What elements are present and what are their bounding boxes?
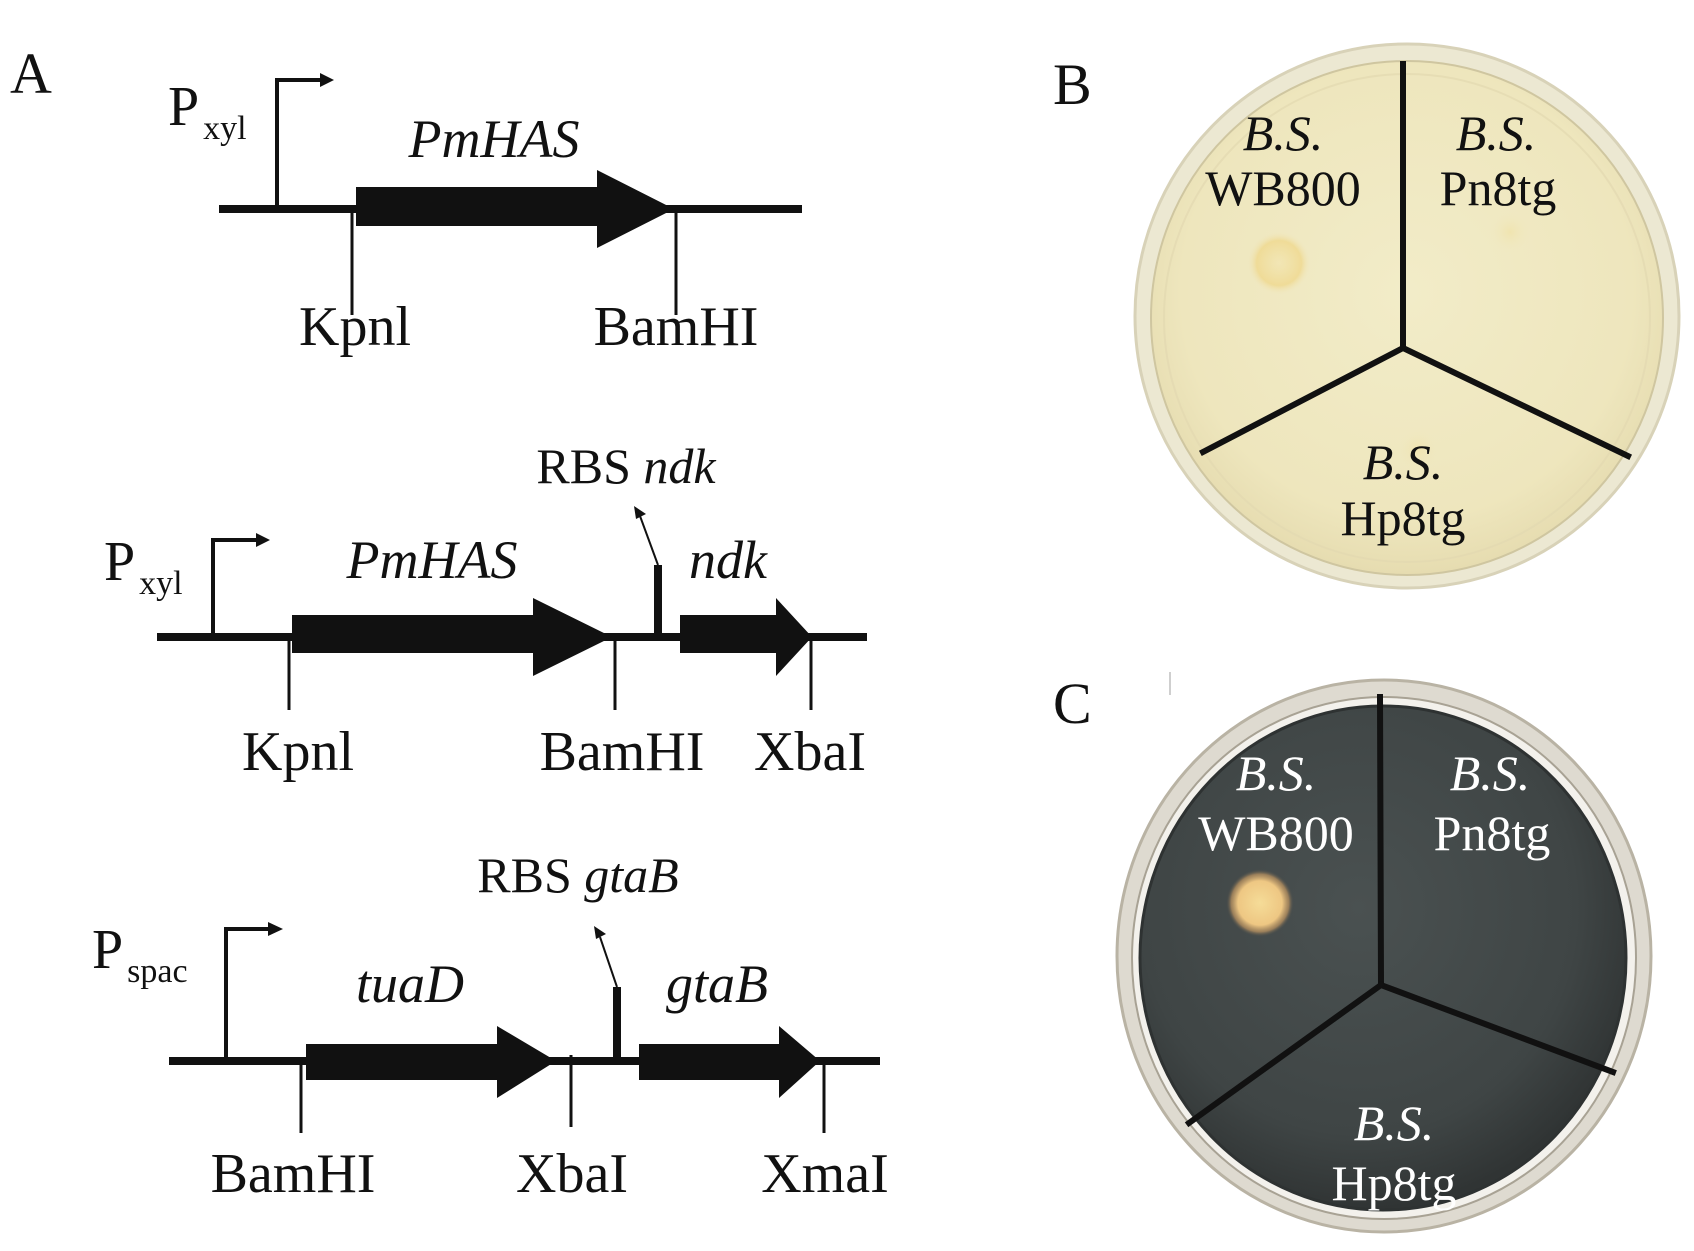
halo-pn8tg — [1488, 210, 1532, 254]
site-label-bamhi: BamHI — [540, 721, 705, 783]
panel-c: C B.S. WB800 B.S. Pn8tg B.S. Hp8tg — [1053, 671, 1653, 1234]
halo-wb800 — [1247, 231, 1311, 295]
panel-letter-b: B — [1053, 52, 1092, 117]
gene-arrow-ndk — [680, 598, 812, 676]
sector-species-1: B.S. — [1236, 745, 1317, 801]
rbs-marker-icon — [594, 926, 621, 1061]
sector-species-2: B.S. — [1450, 745, 1531, 801]
panel-b: B B.S. WB800 B.S. Pn8tg B.S. Hp8tg — [1053, 42, 1681, 590]
promoter-arrow-icon — [211, 533, 270, 637]
rbs-label: RBS ndk — [536, 438, 716, 494]
sector-dividers — [1184, 693, 1617, 1128]
sector-strain-1: WB800 — [1198, 805, 1354, 861]
gene-label-ndk: ndk — [689, 530, 768, 590]
gene-arrow-pmhas — [292, 598, 612, 676]
site-label-xbai: XbaI — [516, 1143, 628, 1205]
halo-hp8tg — [1396, 428, 1440, 472]
sector-strain-1: WB800 — [1205, 160, 1361, 216]
sector-strain-2: Pn8tg — [1440, 160, 1557, 216]
gene-arrow-pmhas — [356, 170, 674, 248]
halo-wb800 — [1226, 869, 1294, 937]
petri-dish-light: B.S. WB800 B.S. Pn8tg B.S. Hp8tg — [1133, 42, 1681, 590]
promoter-arrow-icon — [275, 73, 334, 209]
rbs-label: RBS gtaB — [477, 847, 678, 903]
sector-species-1: B.S. — [1243, 105, 1324, 161]
rbs-marker-icon — [634, 506, 662, 637]
sector-strain-3: Hp8tg — [1341, 490, 1466, 546]
site-label-bamhi: BamHI — [211, 1143, 376, 1205]
site-label-xmai: XmaI — [761, 1143, 889, 1205]
sector-dividers — [1198, 61, 1633, 461]
site-label-bamhi: BamHI — [594, 296, 759, 358]
panel-letter-a: A — [10, 41, 52, 106]
gene-label-pmhas: PmHAS — [408, 109, 580, 169]
sector-strain-3: Hp8tg — [1332, 1155, 1457, 1211]
panel-letter-c: C — [1053, 671, 1092, 736]
gene-label-tuad: tuaD — [356, 954, 464, 1014]
sector-species-2: B.S. — [1456, 105, 1537, 161]
site-label-xbai: XbaI — [754, 721, 866, 783]
promoter-arrow-icon — [224, 922, 283, 1061]
gene-label-gtab: gtaB — [666, 954, 768, 1014]
site-label-kpnl: Kpnl — [299, 296, 411, 358]
sector-species-3: B.S. — [1354, 1095, 1435, 1151]
gene-label-pmhas: PmHAS — [346, 530, 518, 590]
gene-arrow-tuad — [306, 1026, 556, 1098]
site-label-kpnl: Kpnl — [242, 721, 354, 783]
petri-dish-dark: B.S. WB800 B.S. Pn8tg B.S. Hp8tg — [1115, 678, 1653, 1234]
agar-surface — [1150, 60, 1664, 576]
sector-strain-2: Pn8tg — [1434, 805, 1551, 861]
sector-species-3: B.S. — [1363, 434, 1444, 490]
gene-arrow-gtab — [639, 1026, 820, 1098]
